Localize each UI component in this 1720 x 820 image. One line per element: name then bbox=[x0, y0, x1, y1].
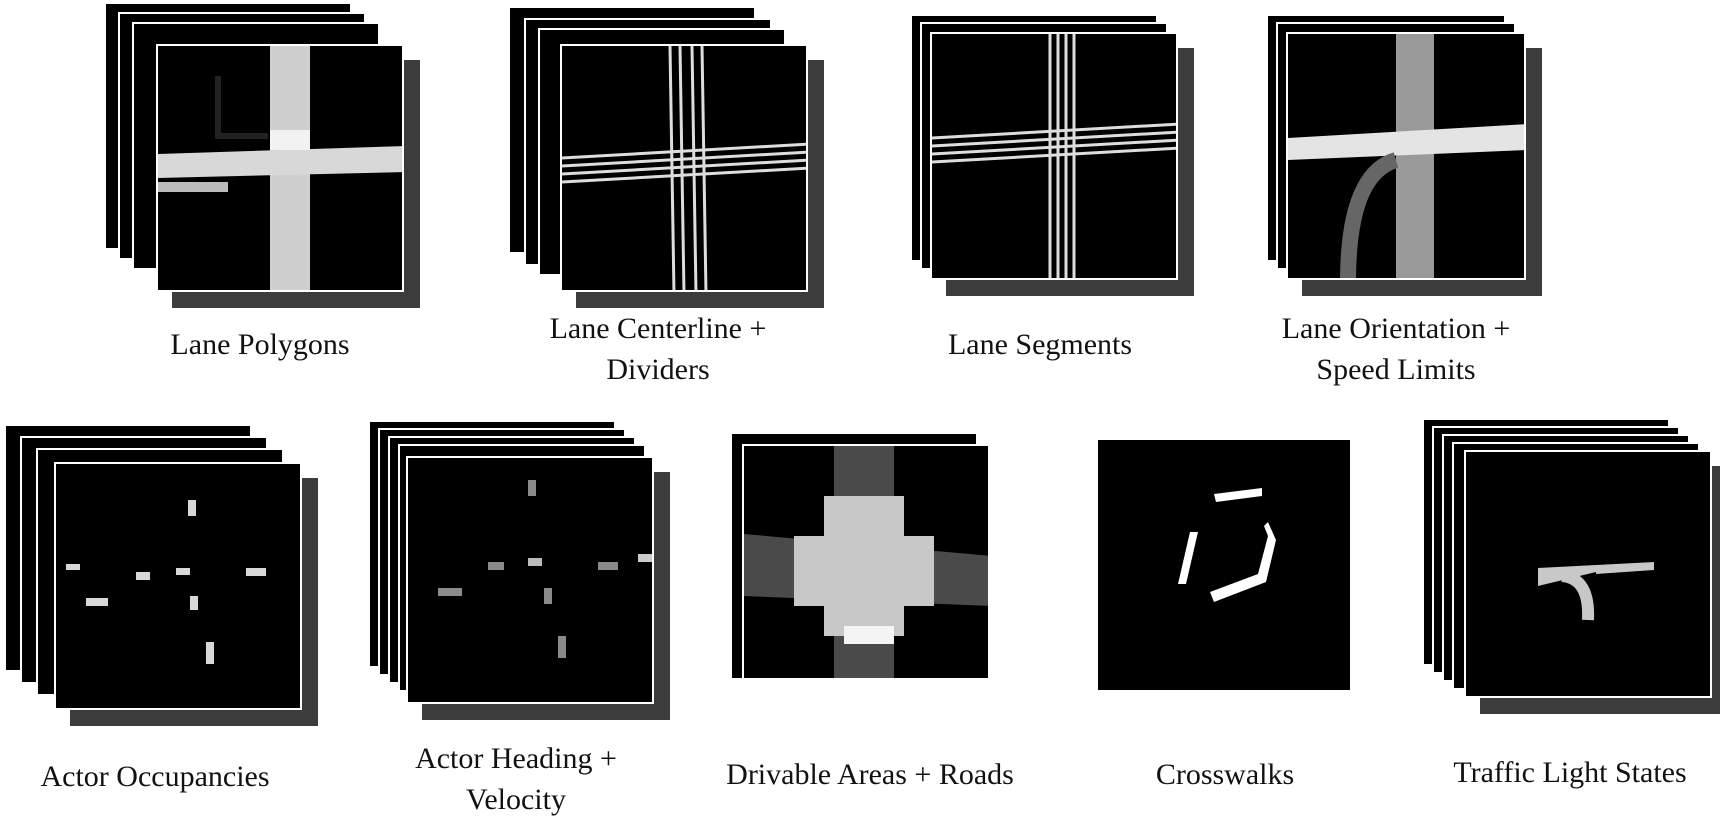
panel-lane-segments: Lane Segments bbox=[910, 14, 1190, 394]
panel-label: Lane Segments bbox=[947, 328, 1133, 361]
actor-occupancies-raster bbox=[66, 500, 266, 664]
panel-drivable-areas: Drivable Areas + Roads bbox=[726, 432, 1014, 813]
drivable-areas-raster bbox=[744, 446, 988, 678]
panel-label: Traffic Light States bbox=[1453, 756, 1687, 789]
crosswalks-raster bbox=[1178, 488, 1276, 602]
panel-label: Actor Occupancies bbox=[40, 760, 270, 793]
panel-label: Lane Polygons bbox=[170, 328, 350, 361]
panel-label: Crosswalks bbox=[1155, 758, 1295, 791]
panel-traffic-light: Traffic Light States bbox=[1420, 418, 1720, 813]
panel-label: Drivable Areas + Roads bbox=[726, 758, 1014, 791]
panel-lane-orientation: Lane Orientation + Speed Limits bbox=[1266, 14, 1566, 394]
lane-orientation-raster bbox=[1288, 34, 1524, 278]
lane-polygons-raster bbox=[158, 46, 402, 290]
panel-lane-polygons: Lane Polygons bbox=[100, 0, 420, 380]
panel-label: Lane Centerline + Dividers bbox=[549, 312, 767, 386]
actor-heading-raster bbox=[438, 480, 652, 658]
lane-segments-raster bbox=[932, 34, 1176, 278]
panel-label: Lane Orientation + Speed Limits bbox=[1281, 312, 1511, 386]
panel-actor-occupancies: Actor Occupancies bbox=[0, 424, 310, 813]
crosswalks-raster-frame bbox=[1098, 440, 1350, 690]
panel-label: Actor Heading + Velocity bbox=[415, 742, 617, 816]
lane-centerline-raster bbox=[562, 46, 806, 290]
traffic-light-raster bbox=[1538, 562, 1654, 621]
panel-crosswalks: Crosswalks bbox=[1098, 440, 1352, 813]
panel-actor-heading: Actor Heading + Velocity bbox=[366, 420, 666, 816]
panel-lane-centerline: Lane Centerline + Dividers bbox=[508, 6, 808, 386]
